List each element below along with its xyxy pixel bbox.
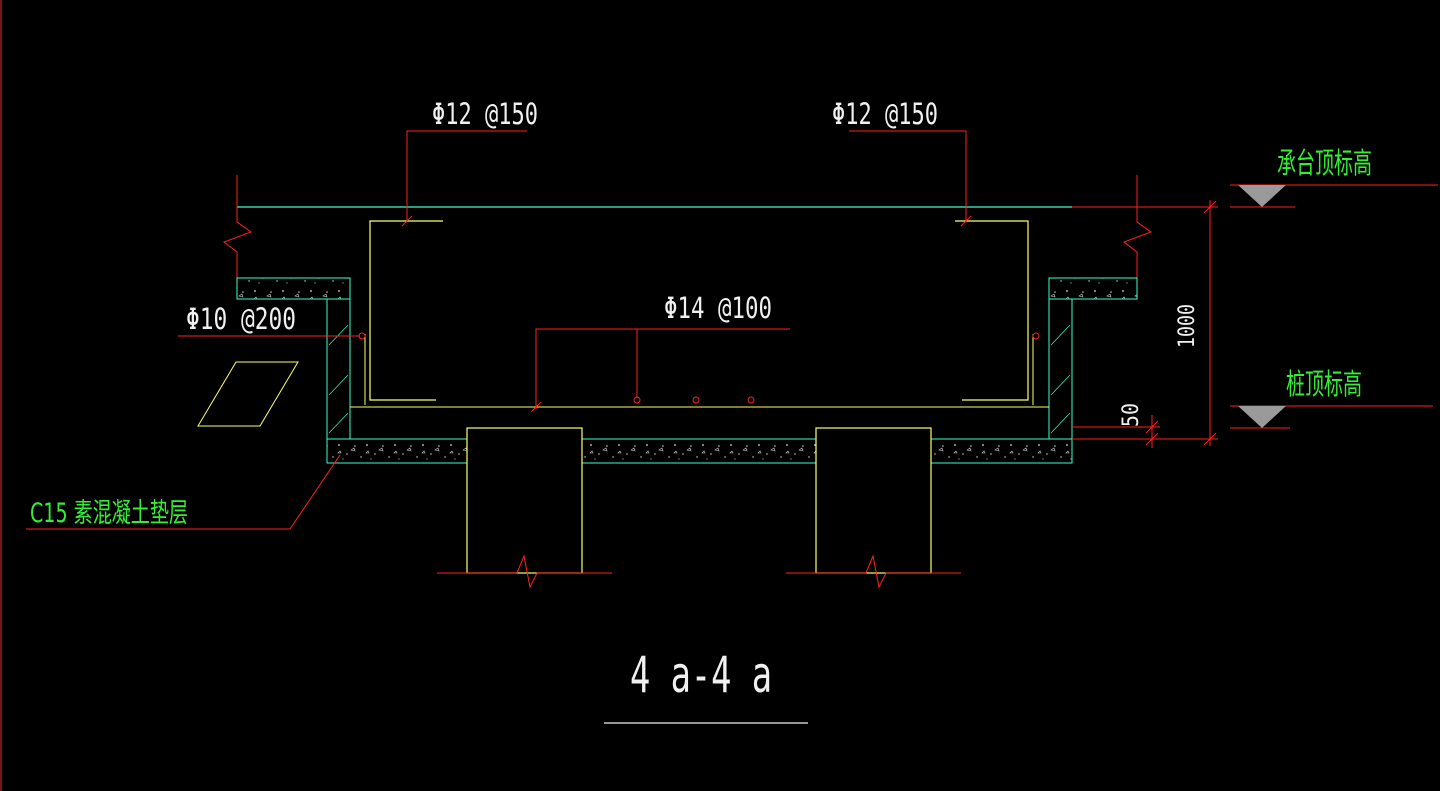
section-title: 4 a-4 a <box>630 646 772 704</box>
leader-top-rebar-right <box>849 130 967 222</box>
left-top-cushion <box>236 277 351 300</box>
rebar-dots <box>358 332 1040 404</box>
right-pile <box>815 427 932 574</box>
right-rebar-hook <box>955 220 1029 401</box>
leader-tick-right <box>960 215 972 227</box>
label-dim-embed: 50 <box>1119 403 1144 427</box>
cap-top-elevation-marker <box>1238 185 1286 207</box>
label-pile-top-elevation: 桩顶标高 <box>1286 367 1362 401</box>
section-symbol-parallelogram <box>197 361 299 427</box>
right-top-cushion <box>1048 277 1138 300</box>
left-break-line <box>222 175 253 278</box>
label-top-rebar-right: Φ12 @150 <box>832 97 938 131</box>
bottom-cushion <box>326 438 1073 464</box>
left-pile <box>466 427 583 574</box>
dim-embed-tick-top <box>1145 420 1159 434</box>
left-rebar-hook <box>369 220 443 401</box>
leader-tick-bottom <box>530 401 542 413</box>
left-pile-break <box>437 554 612 589</box>
leader-bottom-rebar <box>535 328 790 409</box>
leader-cushion <box>26 454 341 530</box>
right-pile-break <box>786 554 961 589</box>
pile-top-elevation-marker <box>1238 406 1286 428</box>
leader-tick-left <box>401 215 413 227</box>
label-side-rebar: Φ10 @200 <box>186 302 296 336</box>
right-break-line <box>1122 175 1153 278</box>
label-bottom-rebar: Φ14 @100 <box>664 291 772 325</box>
leader-top-rebar-left <box>406 130 527 222</box>
label-dim-total: 1000 <box>1175 304 1200 348</box>
left-wall-hatch <box>328 324 349 434</box>
right-side-wall <box>1048 298 1073 440</box>
label-top-rebar-left: Φ12 @150 <box>432 97 538 131</box>
left-side-wall <box>326 298 351 440</box>
label-cushion-layer: C15 素混凝土垫层 <box>30 498 188 529</box>
label-cap-top-elevation: 承台顶标高 <box>1277 146 1372 180</box>
right-wall-hatch <box>1050 324 1071 434</box>
dim-embed-tick-bottom <box>1145 432 1159 446</box>
